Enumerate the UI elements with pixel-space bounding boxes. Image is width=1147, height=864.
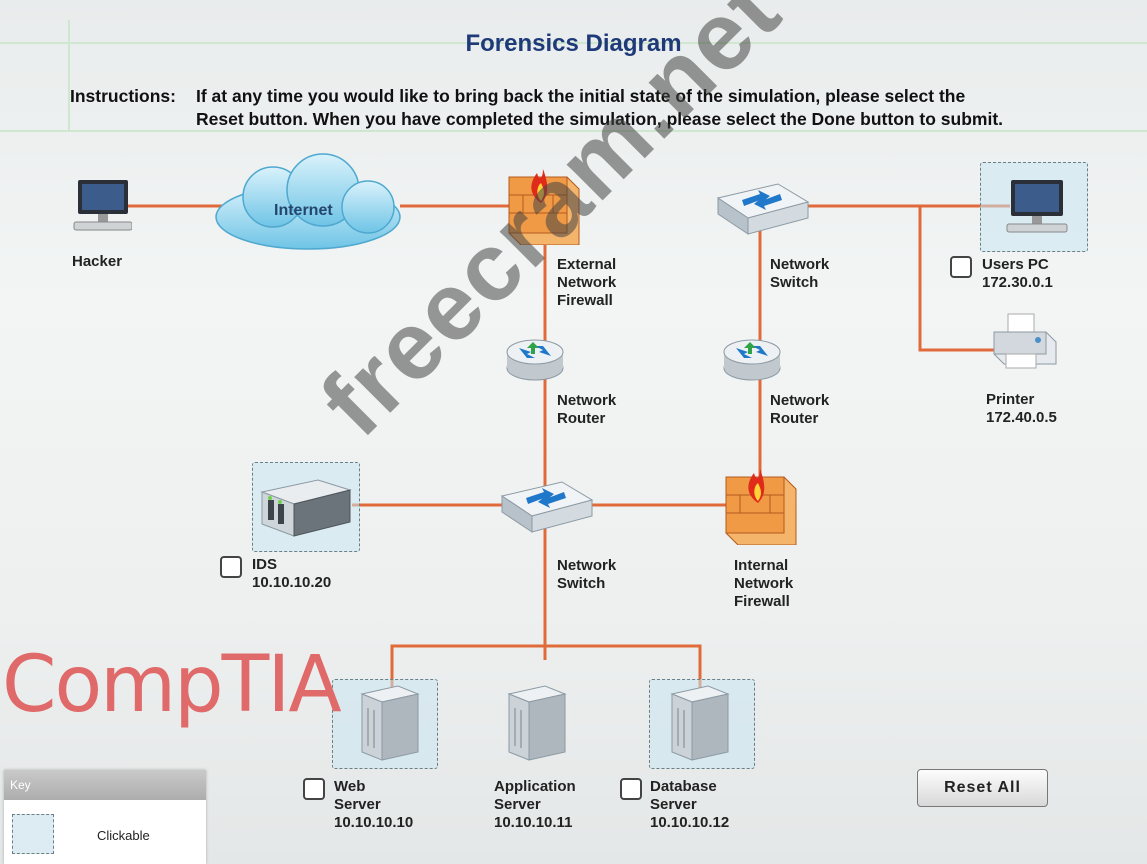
app-server-label-1: Application	[494, 778, 576, 795]
server-icon	[260, 479, 352, 537]
cloud-icon	[215, 153, 401, 250]
instructions-label: Instructions:	[70, 86, 176, 106]
computer-icon	[73, 180, 132, 231]
app-server-ip: 10.10.10.11	[494, 814, 573, 831]
router-right-label-2: Router	[770, 410, 819, 427]
web-server-label: Web Server 10.10.10.10	[334, 778, 413, 832]
switch-mid-label: Network Switch	[557, 557, 616, 593]
db-server-label: Database Server 10.10.10.12	[650, 778, 729, 832]
page-title: Forensics Diagram	[465, 30, 682, 57]
instructions: Instructions: If at any time you would li…	[70, 85, 1130, 131]
web-server-label-2: Server	[334, 796, 381, 813]
firewall-icon	[508, 169, 580, 245]
router-left-label: Network Router	[557, 392, 616, 428]
ids-label-1: IDS	[252, 556, 278, 573]
router-left-label-2: Router	[557, 410, 606, 427]
router-right-label-1: Network	[770, 392, 830, 409]
db-server-checkbox[interactable]	[620, 778, 642, 800]
switch-icon	[500, 481, 594, 533]
users-pc-label-1: Users PC	[982, 256, 1049, 273]
int-firewall-label-2: Network	[734, 575, 794, 592]
frame-line	[68, 20, 70, 130]
app-server-label-2: Server	[494, 796, 541, 813]
db-server-label-2: Server	[650, 796, 697, 813]
web-server-label-1: Web	[334, 778, 366, 795]
users-pc-ip: 172.30.0.1	[982, 274, 1053, 291]
printer-label: Printer 172.40.0.5	[986, 391, 1057, 427]
router-right-label: Network Router	[770, 392, 829, 428]
switch-top-label-2: Switch	[770, 274, 819, 291]
ext-firewall-label-1: External	[557, 256, 617, 273]
users-pc-label: Users PC 172.30.0.1	[982, 256, 1053, 292]
web-server-ip: 10.10.10.10	[334, 814, 414, 831]
app-server-label: Application Server 10.10.10.11	[494, 778, 576, 832]
switch-top-label: Network Switch	[770, 256, 829, 292]
ids-ip: 10.10.10.20	[252, 574, 332, 591]
frame-line	[0, 42, 1147, 44]
server-icon	[670, 685, 730, 761]
server-icon	[360, 685, 420, 761]
printer-ip: 172.40.0.5	[986, 409, 1057, 426]
key-header: Key	[4, 770, 206, 800]
int-firewall-label-1: Internal	[734, 557, 789, 574]
key-clickable-label: Clickable	[97, 828, 150, 843]
int-firewall-label: Internal Network Firewall	[734, 557, 793, 611]
frame-line	[0, 130, 1147, 132]
router-icon	[506, 339, 564, 381]
ext-firewall-label: External Network Firewall	[557, 256, 616, 310]
printer-icon	[993, 313, 1057, 369]
switch-mid-label-1: Network	[557, 557, 617, 574]
internet-label: Internet	[274, 202, 333, 219]
hacker-label: Hacker	[72, 253, 123, 270]
firewall-icon	[725, 469, 797, 545]
ext-firewall-label-2: Network	[557, 274, 617, 291]
instructions-line2: Reset button. When you have completed th…	[196, 109, 1004, 129]
router-left-label-1: Network	[557, 392, 617, 409]
ext-firewall-label-3: Firewall	[557, 292, 613, 309]
key-panel: Key Clickable	[4, 770, 206, 864]
switch-top-label-1: Network	[770, 256, 830, 273]
reset-all-button[interactable]: Reset All	[917, 769, 1048, 807]
ids-label: IDS 10.10.10.20	[252, 556, 331, 592]
users-pc-checkbox[interactable]	[950, 256, 972, 278]
web-server-checkbox[interactable]	[303, 778, 325, 800]
clickable-swatch	[12, 814, 54, 854]
db-server-label-1: Database	[650, 778, 717, 795]
switch-mid-label-2: Switch	[557, 575, 606, 592]
db-server-ip: 10.10.10.12	[650, 814, 730, 831]
computer-icon	[1006, 180, 1068, 233]
wire-server-bus	[390, 644, 702, 690]
wire-switch-printer	[918, 206, 1000, 352]
server-icon	[507, 685, 567, 761]
router-icon	[723, 339, 781, 381]
comptia-logo: CompTIA	[2, 640, 342, 730]
int-firewall-label-3: Firewall	[734, 593, 790, 610]
instructions-line1: If at any time you would like to bring b…	[196, 86, 966, 106]
switch-icon	[716, 183, 810, 235]
printer-label-1: Printer	[986, 391, 1035, 408]
ids-checkbox[interactable]	[220, 556, 242, 578]
